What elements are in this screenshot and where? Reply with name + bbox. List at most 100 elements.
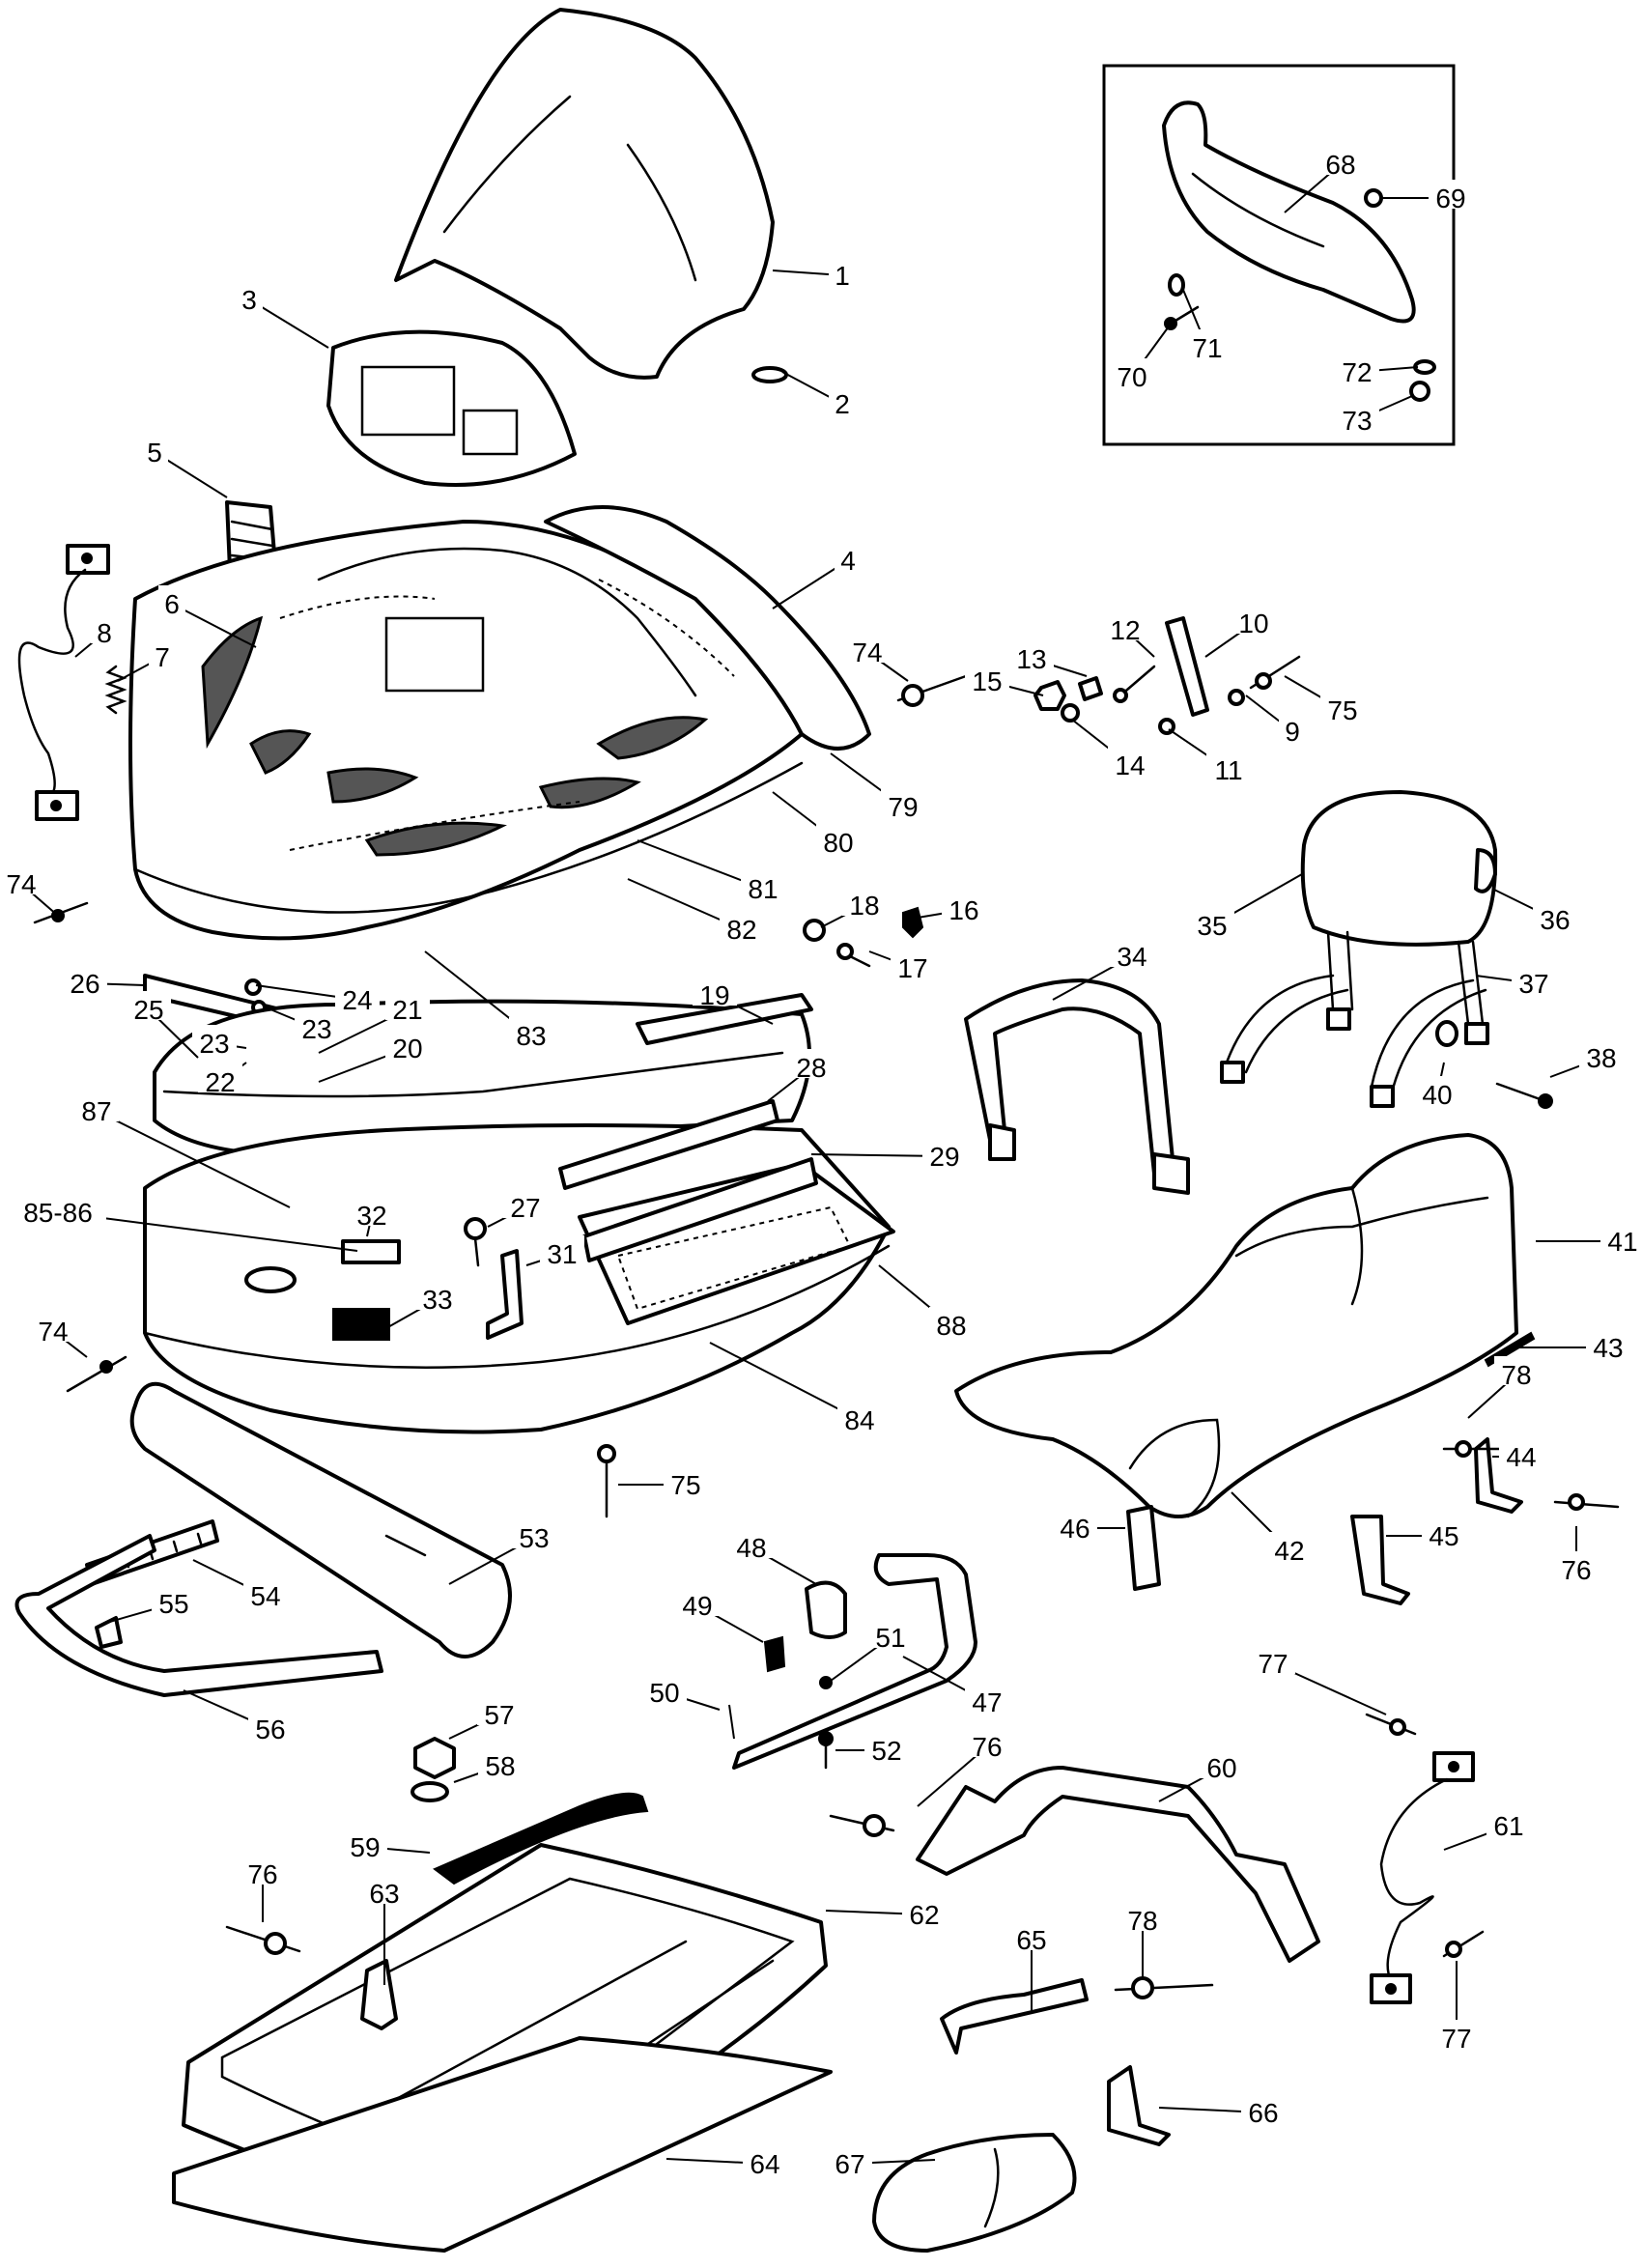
- callout-number: 61: [1493, 1811, 1523, 1841]
- callout-number: 49: [682, 1591, 712, 1621]
- callout-number: 1: [835, 261, 850, 291]
- washer-71: [1168, 273, 1185, 297]
- callout-backdrop: [868, 1619, 913, 1648]
- callout-number: 43: [1593, 1333, 1623, 1363]
- washer-part-14: [1061, 703, 1080, 723]
- callout-backdrop: [385, 991, 430, 1020]
- rivet-part-76-b: [829, 1814, 895, 1837]
- callout-backdrop: [335, 981, 380, 1010]
- callout-backdrop: [1110, 938, 1154, 967]
- screw-part-38: [1495, 1082, 1553, 1109]
- callout-number: 54: [250, 1581, 280, 1611]
- callout-backdrop: [891, 950, 935, 978]
- callout-number: 73: [1342, 406, 1372, 436]
- callout-backdrop: [141, 434, 168, 463]
- callout-number: 51: [875, 1623, 905, 1653]
- callout-backdrop: [1429, 180, 1473, 209]
- callout-number: 75: [670, 1470, 700, 1500]
- strip-part-59: [433, 1792, 649, 1885]
- callout-number: 32: [356, 1201, 386, 1231]
- callout-backdrop: [842, 887, 887, 916]
- callout-backdrop: [1494, 1356, 1539, 1385]
- callout-backdrop: [63, 965, 107, 994]
- callout-number: 33: [422, 1285, 452, 1315]
- callout-number: 53: [519, 1523, 549, 1553]
- callout-backdrop: [295, 1010, 339, 1039]
- callout-backdrop: [929, 1307, 974, 1336]
- cable-part-61: [1370, 1751, 1475, 2004]
- callout-number: 58: [485, 1751, 515, 1781]
- callout-backdrop: [198, 1063, 242, 1092]
- callout-backdrop: [642, 1674, 687, 1703]
- callout-backdrop: [1586, 1329, 1630, 1358]
- callout-number: 45: [1429, 1521, 1458, 1551]
- callout-number: 16: [948, 895, 978, 925]
- callout-number: 26: [70, 969, 99, 999]
- callout-number: 5: [147, 438, 162, 468]
- pad-part-67: [872, 2133, 1077, 2253]
- callout-backdrop: [1110, 358, 1154, 387]
- callout-number: 22: [205, 1067, 235, 1097]
- callout-number: 56: [255, 1715, 285, 1744]
- callout-backdrop: [1120, 1902, 1165, 1931]
- callout-backdrop: [192, 1025, 237, 1054]
- callout-number: 71: [1192, 333, 1222, 363]
- callout-backdrop: [0, 865, 43, 894]
- hood-part-6: [128, 505, 871, 941]
- cable-part-8: [17, 544, 110, 821]
- callout-number: 28: [796, 1053, 826, 1083]
- callout-backdrop: [540, 1235, 584, 1264]
- callout-number: 42: [1274, 1536, 1304, 1566]
- callout-number: 63: [369, 1879, 399, 1909]
- callout-backdrop: [350, 1197, 394, 1226]
- callout-backdrop: [1422, 1517, 1466, 1546]
- callout-number: 18: [849, 891, 879, 921]
- callout-backdrop: [1279, 713, 1306, 742]
- callout-number: 87: [81, 1096, 111, 1126]
- callout-backdrop: [1267, 1532, 1312, 1561]
- rail-part-29: [582, 1157, 818, 1262]
- callout-backdrop: [835, 542, 862, 571]
- rivet-part-74-b: [896, 674, 968, 707]
- callout-number: 15: [972, 666, 1002, 696]
- callout-number: 35: [1197, 911, 1227, 941]
- clip-part-16: [902, 906, 924, 939]
- callout-backdrop: [664, 1466, 708, 1495]
- callout-backdrop: [864, 1732, 909, 1761]
- frame-part-37: [1220, 930, 1489, 1108]
- spacer-part-13: [1078, 676, 1103, 701]
- callout-backdrop: [503, 1189, 548, 1218]
- callout-number: 8: [97, 618, 112, 648]
- screw-part-27: [464, 1217, 487, 1267]
- callout-number: 6: [164, 589, 180, 619]
- plate-part-64: [172, 2036, 833, 2253]
- callout-backdrop: [829, 385, 856, 414]
- callout-backdrop: [1185, 329, 1230, 358]
- callout-leader-87: [96, 1110, 291, 1208]
- callout-number: 57: [484, 1700, 514, 1730]
- callout-backdrop: [1318, 146, 1363, 175]
- callout-number: 17: [897, 953, 927, 983]
- callout-backdrop: [1190, 907, 1234, 936]
- callout-number: 7: [155, 642, 170, 672]
- backrest-part-35: [1300, 790, 1498, 947]
- callout-number: 80: [823, 828, 853, 858]
- callout-backdrop: [1241, 2094, 1286, 2123]
- nut-part-18: [803, 919, 826, 942]
- nut-69: [1364, 188, 1383, 208]
- callout-number: 37: [1518, 969, 1548, 999]
- callout-backdrop: [828, 2145, 872, 2174]
- callout-number: 76: [972, 1732, 1002, 1762]
- callout-backdrop: [385, 1030, 430, 1059]
- callout-number: 64: [750, 2149, 779, 2179]
- callout-number: 34: [1117, 942, 1147, 972]
- callout-backdrop: [478, 1747, 523, 1776]
- callout-backdrop: [729, 1529, 774, 1558]
- nut-part-51: [819, 1676, 833, 1689]
- callout-number: 84: [844, 1405, 874, 1435]
- callout-backdrop: [127, 991, 171, 1020]
- callout-number: 27: [510, 1193, 540, 1223]
- rail-part-28: [558, 1099, 779, 1190]
- callout-number: 2: [835, 389, 850, 419]
